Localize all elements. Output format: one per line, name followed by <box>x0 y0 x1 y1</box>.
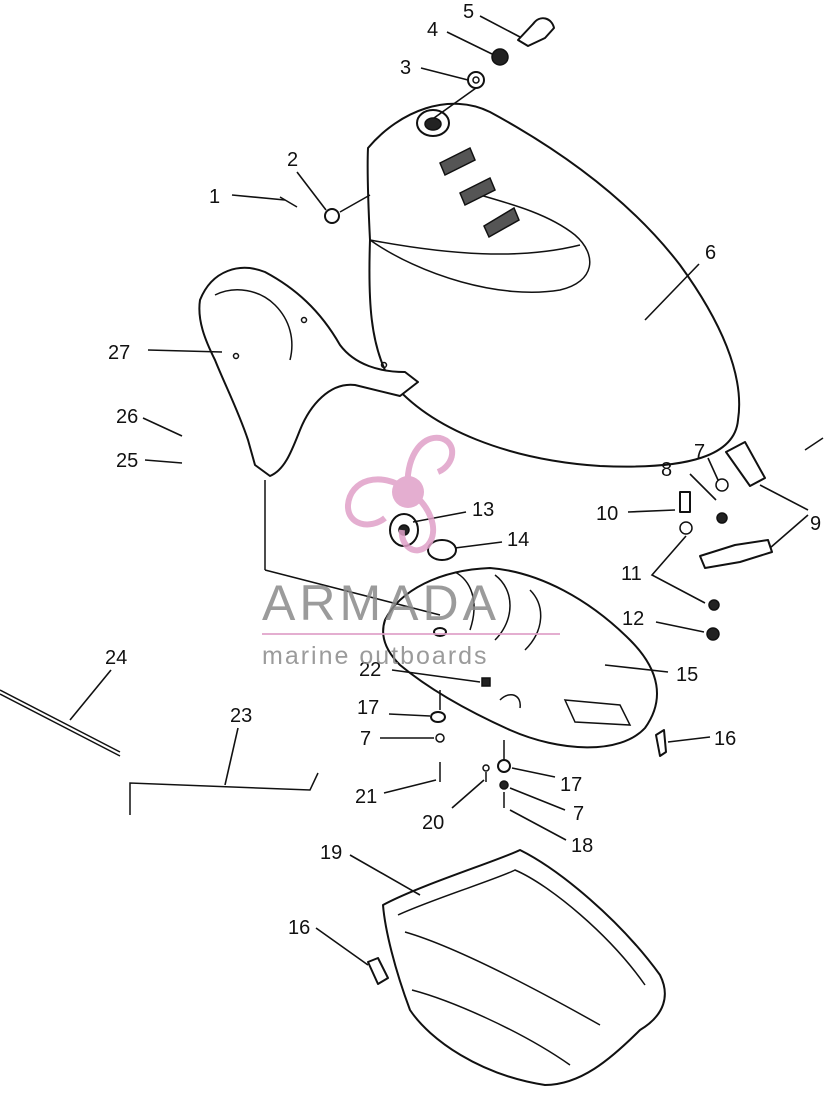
bottom-tray <box>367 849 666 1086</box>
linkage-rod <box>0 689 319 815</box>
callout-19: 19 <box>320 842 342 864</box>
top-cowl <box>366 102 741 468</box>
watermark-brand: ARMADA <box>262 575 500 631</box>
lower-hardware <box>430 677 667 808</box>
callout-2: 2 <box>287 149 298 171</box>
front-bracket <box>198 266 419 477</box>
callout-17a: 17 <box>357 697 379 719</box>
callout-7c: 7 <box>573 803 584 825</box>
clip-and-grommet <box>279 194 371 224</box>
callout-18: 18 <box>571 835 593 857</box>
callout-27: 27 <box>108 342 130 364</box>
watermark: ARMADA marine outboards <box>262 434 560 670</box>
callout-12: 12 <box>622 608 644 630</box>
callout-15: 15 <box>676 664 698 686</box>
callout-10: 10 <box>596 503 618 525</box>
callout-24: 24 <box>105 647 127 669</box>
callout-13: 13 <box>472 499 494 521</box>
callout-17b: 17 <box>560 774 582 796</box>
callout-4: 4 <box>427 19 438 41</box>
callout-22: 22 <box>359 659 381 681</box>
callout-7a: 7 <box>694 441 705 463</box>
callout-7b: 7 <box>360 728 371 750</box>
callout-11: 11 <box>621 563 642 585</box>
leader-lines <box>69 15 809 966</box>
callout-16b: 16 <box>288 917 310 939</box>
side-bracket-hardware <box>650 437 824 641</box>
callout-23: 23 <box>230 705 252 727</box>
callout-1: 1 <box>209 186 220 208</box>
propeller-hub <box>392 476 424 508</box>
callout-25: 25 <box>116 450 138 472</box>
assembly-lines <box>264 480 505 760</box>
callout-5: 5 <box>463 1 474 23</box>
watermark-subtitle: marine outboards <box>262 642 489 670</box>
cap-assembly <box>433 17 555 119</box>
callout-20: 20 <box>422 812 444 834</box>
callout-8: 8 <box>661 459 672 481</box>
cowl-vents <box>439 146 520 239</box>
silencer-body <box>382 567 658 749</box>
callout-21: 21 <box>355 786 377 808</box>
callout-labels: 1 2 3 4 5 6 7 8 9 10 11 12 13 14 15 16 1… <box>105 1 821 939</box>
callout-9: 9 <box>810 513 821 535</box>
fitting <box>389 513 457 561</box>
callout-26: 26 <box>116 406 138 428</box>
callout-14: 14 <box>507 529 529 551</box>
callout-6: 6 <box>705 242 716 264</box>
callout-3: 3 <box>400 57 411 79</box>
callout-16a: 16 <box>714 728 736 750</box>
propeller-logo <box>345 434 456 554</box>
